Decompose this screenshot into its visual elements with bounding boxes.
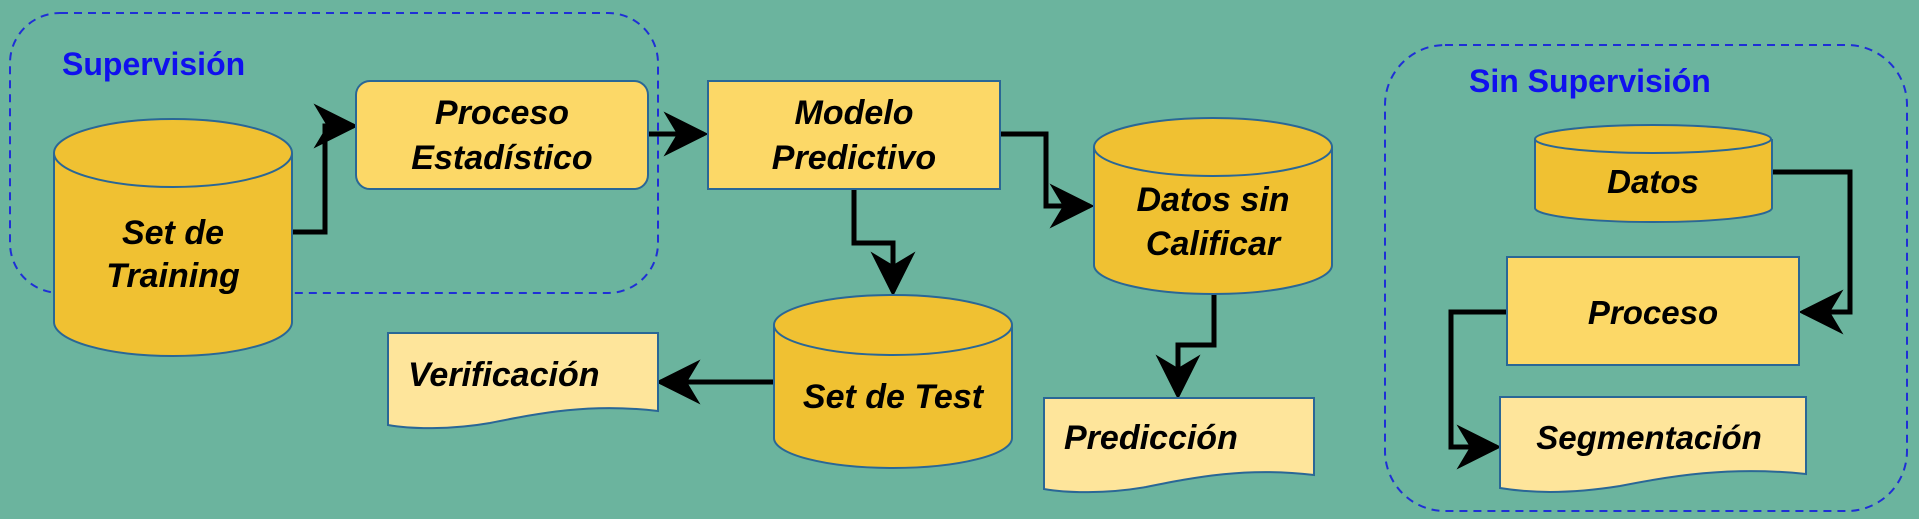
segmentation-label: Segmentación [1536,419,1762,456]
statistical-process-label-line1: Proceso [435,94,569,132]
training-set-cylinder: Set de Training [53,118,293,357]
training-set-label-line1: Set de [122,214,224,252]
unsupervised-region-title: Sin Supervisión [1469,63,1711,99]
statistical-process-box: Proceso Estadístico [355,80,649,190]
unlabeled-data-label-line2: Calificar [1146,225,1282,263]
test-set-label: Set de Test [803,378,985,416]
predictive-model-label-line1: Modelo [795,94,914,132]
process-label: Proceso [1588,294,1718,331]
verification-label: Verificación [408,356,599,394]
predictive-model-label-line2: Predictivo [772,139,936,177]
arrow-unlabeled-to-prediction [1155,294,1217,400]
predictive-model-box: Modelo Predictivo [707,80,1001,190]
arrow-training-to-process [292,103,359,235]
verification-document: Verificación [387,332,659,430]
arrow-model-to-test [851,190,916,297]
unlabeled-data-cylinder: Datos sin Calificar [1093,117,1333,295]
supervised-region [9,12,659,294]
arrow-data-to-process [1772,169,1853,335]
supervised-region-title: Supervisión [62,46,245,82]
training-set-label-line2: Training [106,257,240,295]
arrow-model-to-unlabeled [1000,131,1095,229]
prediction-document: Predicción [1043,397,1315,494]
segmentation-document: Segmentación [1499,396,1807,493]
data-cylinder: Datos [1534,124,1773,224]
unsupervised-region [1384,44,1908,512]
unlabeled-data-label-line1: Datos sin [1136,181,1289,219]
statistical-process-label-line2: Estadístico [411,139,592,177]
test-set-cylinder: Set de Test [773,294,1013,469]
data-label: Datos [1607,163,1699,200]
connectors [292,103,1853,470]
arrow-process-to-segmentation [1448,309,1506,470]
prediction-label: Predicción [1064,419,1238,457]
process-box: Proceso [1506,256,1800,366]
